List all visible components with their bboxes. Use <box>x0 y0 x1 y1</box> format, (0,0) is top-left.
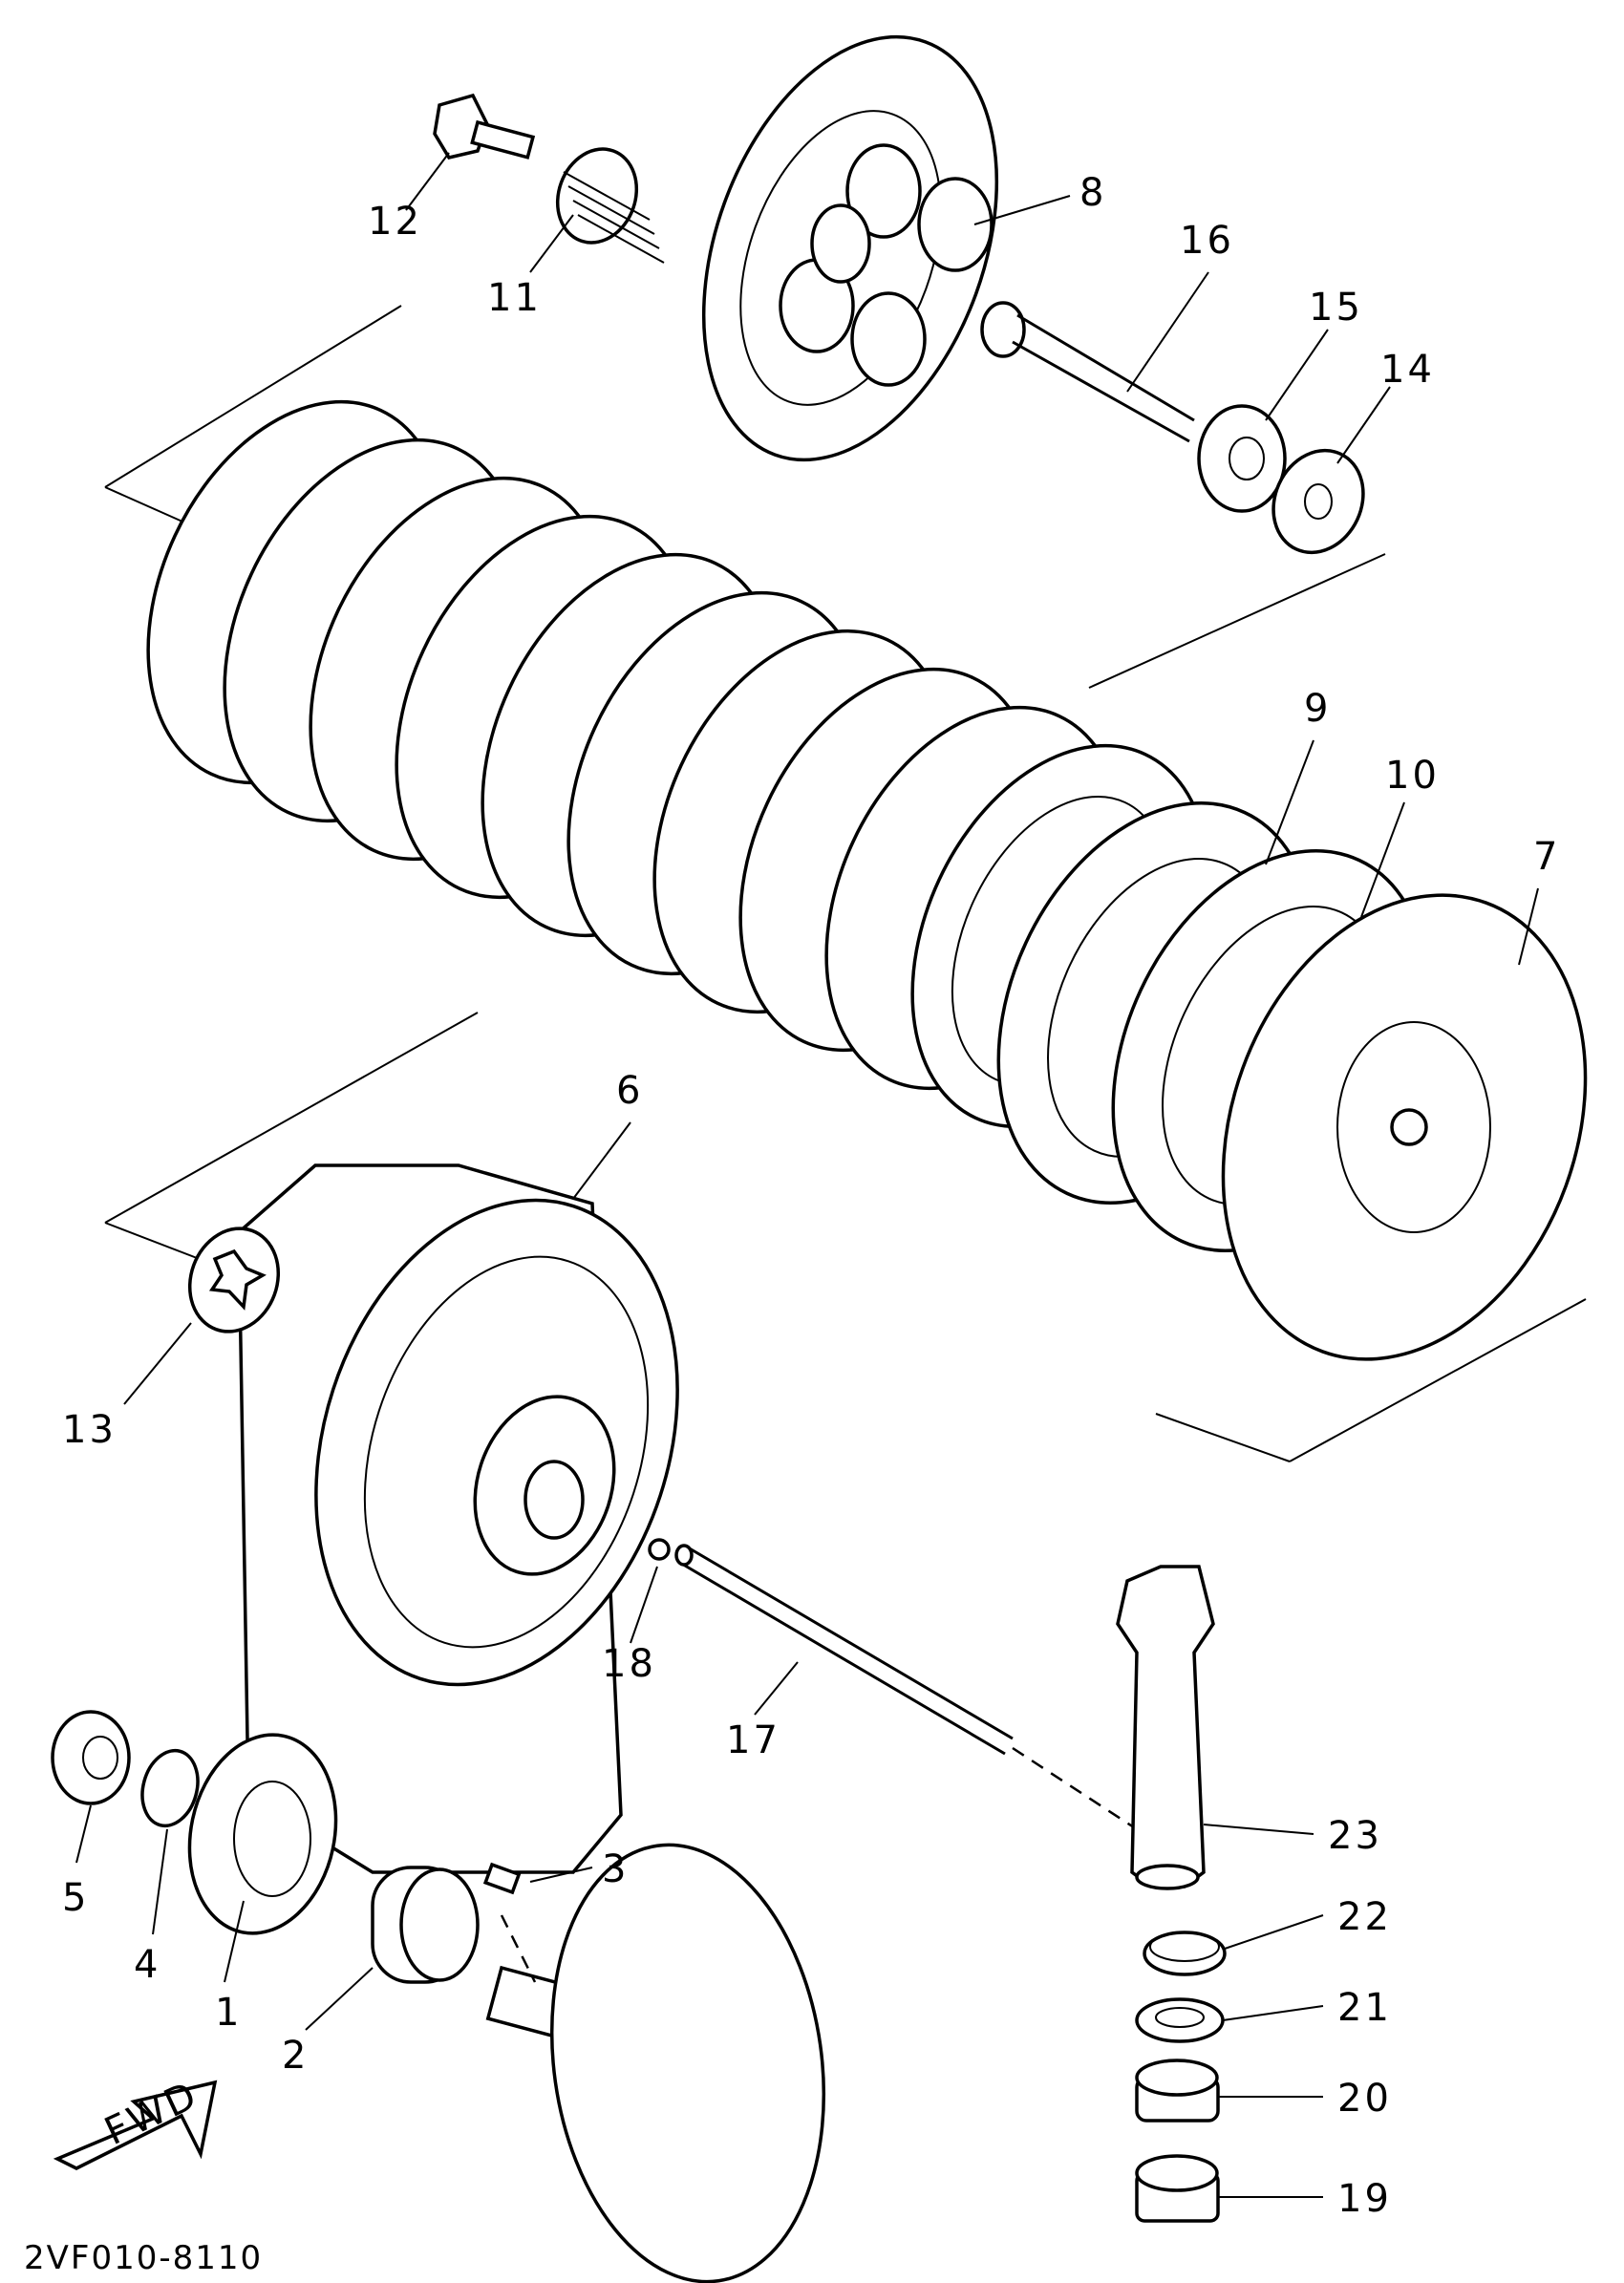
oil-seal <box>1135 2059 1220 2123</box>
callout-17: 17 <box>726 1718 780 1762</box>
part-code: 2VF010-8110 <box>24 2239 263 2277</box>
leader-lines <box>75 152 1539 2198</box>
callout-18: 18 <box>602 1642 656 1686</box>
woodruff-key <box>482 1862 522 1895</box>
callout-8: 8 <box>1079 171 1106 215</box>
primary-drive-gear <box>187 1733 338 1935</box>
callout-13: 13 <box>62 1408 117 1452</box>
clutch-bolt <box>433 93 536 160</box>
lock-washer <box>1271 448 1365 555</box>
callout-22: 22 <box>1337 1895 1392 1939</box>
clutch-pack-frame <box>104 305 1587 1462</box>
push-rod-2 <box>674 1544 1014 1756</box>
push-rod-1 <box>980 301 1195 443</box>
crankshaft <box>485 1843 826 2283</box>
callout-14: 14 <box>1380 348 1435 392</box>
callout-1: 1 <box>215 1991 242 2035</box>
callout-11: 11 <box>487 276 542 320</box>
callout-23: 23 <box>1328 1814 1382 1858</box>
callout-15: 15 <box>1309 286 1363 330</box>
clutch-nut <box>1197 404 1287 513</box>
callout-19: 19 <box>1337 2177 1392 2221</box>
fwd-label: FWD <box>98 2073 205 2154</box>
torsion-spring <box>1143 1931 1227 1976</box>
callout-12: 12 <box>368 200 422 244</box>
callout-6: 6 <box>616 1069 643 1113</box>
callout-4: 4 <box>134 1943 160 1987</box>
callout-5: 5 <box>62 1876 89 1920</box>
steel-ball <box>648 1538 671 1561</box>
callout-3: 3 <box>602 1847 629 1891</box>
callout-20: 20 <box>1337 2077 1392 2121</box>
needle-bearing <box>1135 2154 1220 2223</box>
alignment-dash <box>1012 1746 1138 1831</box>
callout-2: 2 <box>282 2034 309 2078</box>
clutch-boss <box>1221 893 1588 1361</box>
primary-drive-washer <box>140 1748 200 1828</box>
callout-9: 9 <box>1304 687 1331 731</box>
push-lever-shaft <box>1116 1565 1215 1890</box>
fwd-arrow-icon: FWD <box>53 2073 218 2170</box>
clutch-housing <box>237 1163 679 1874</box>
bearing-collar <box>371 1866 480 1984</box>
pressure-plate <box>701 34 999 462</box>
callout-7: 7 <box>1533 835 1560 879</box>
callout-21: 21 <box>1337 1986 1392 2030</box>
plain-washer <box>1135 1997 1225 2043</box>
callout-10: 10 <box>1385 754 1440 798</box>
star-washer <box>187 1227 281 1334</box>
friction-plate-stack <box>146 399 1210 1129</box>
callout-16: 16 <box>1180 219 1234 263</box>
primary-drive-nut <box>51 1710 131 1805</box>
clutch-spring <box>555 147 665 264</box>
callout-labels: 1 2 3 4 5 6 7 8 9 10 11 12 13 14 15 16 1… <box>62 171 1560 2221</box>
